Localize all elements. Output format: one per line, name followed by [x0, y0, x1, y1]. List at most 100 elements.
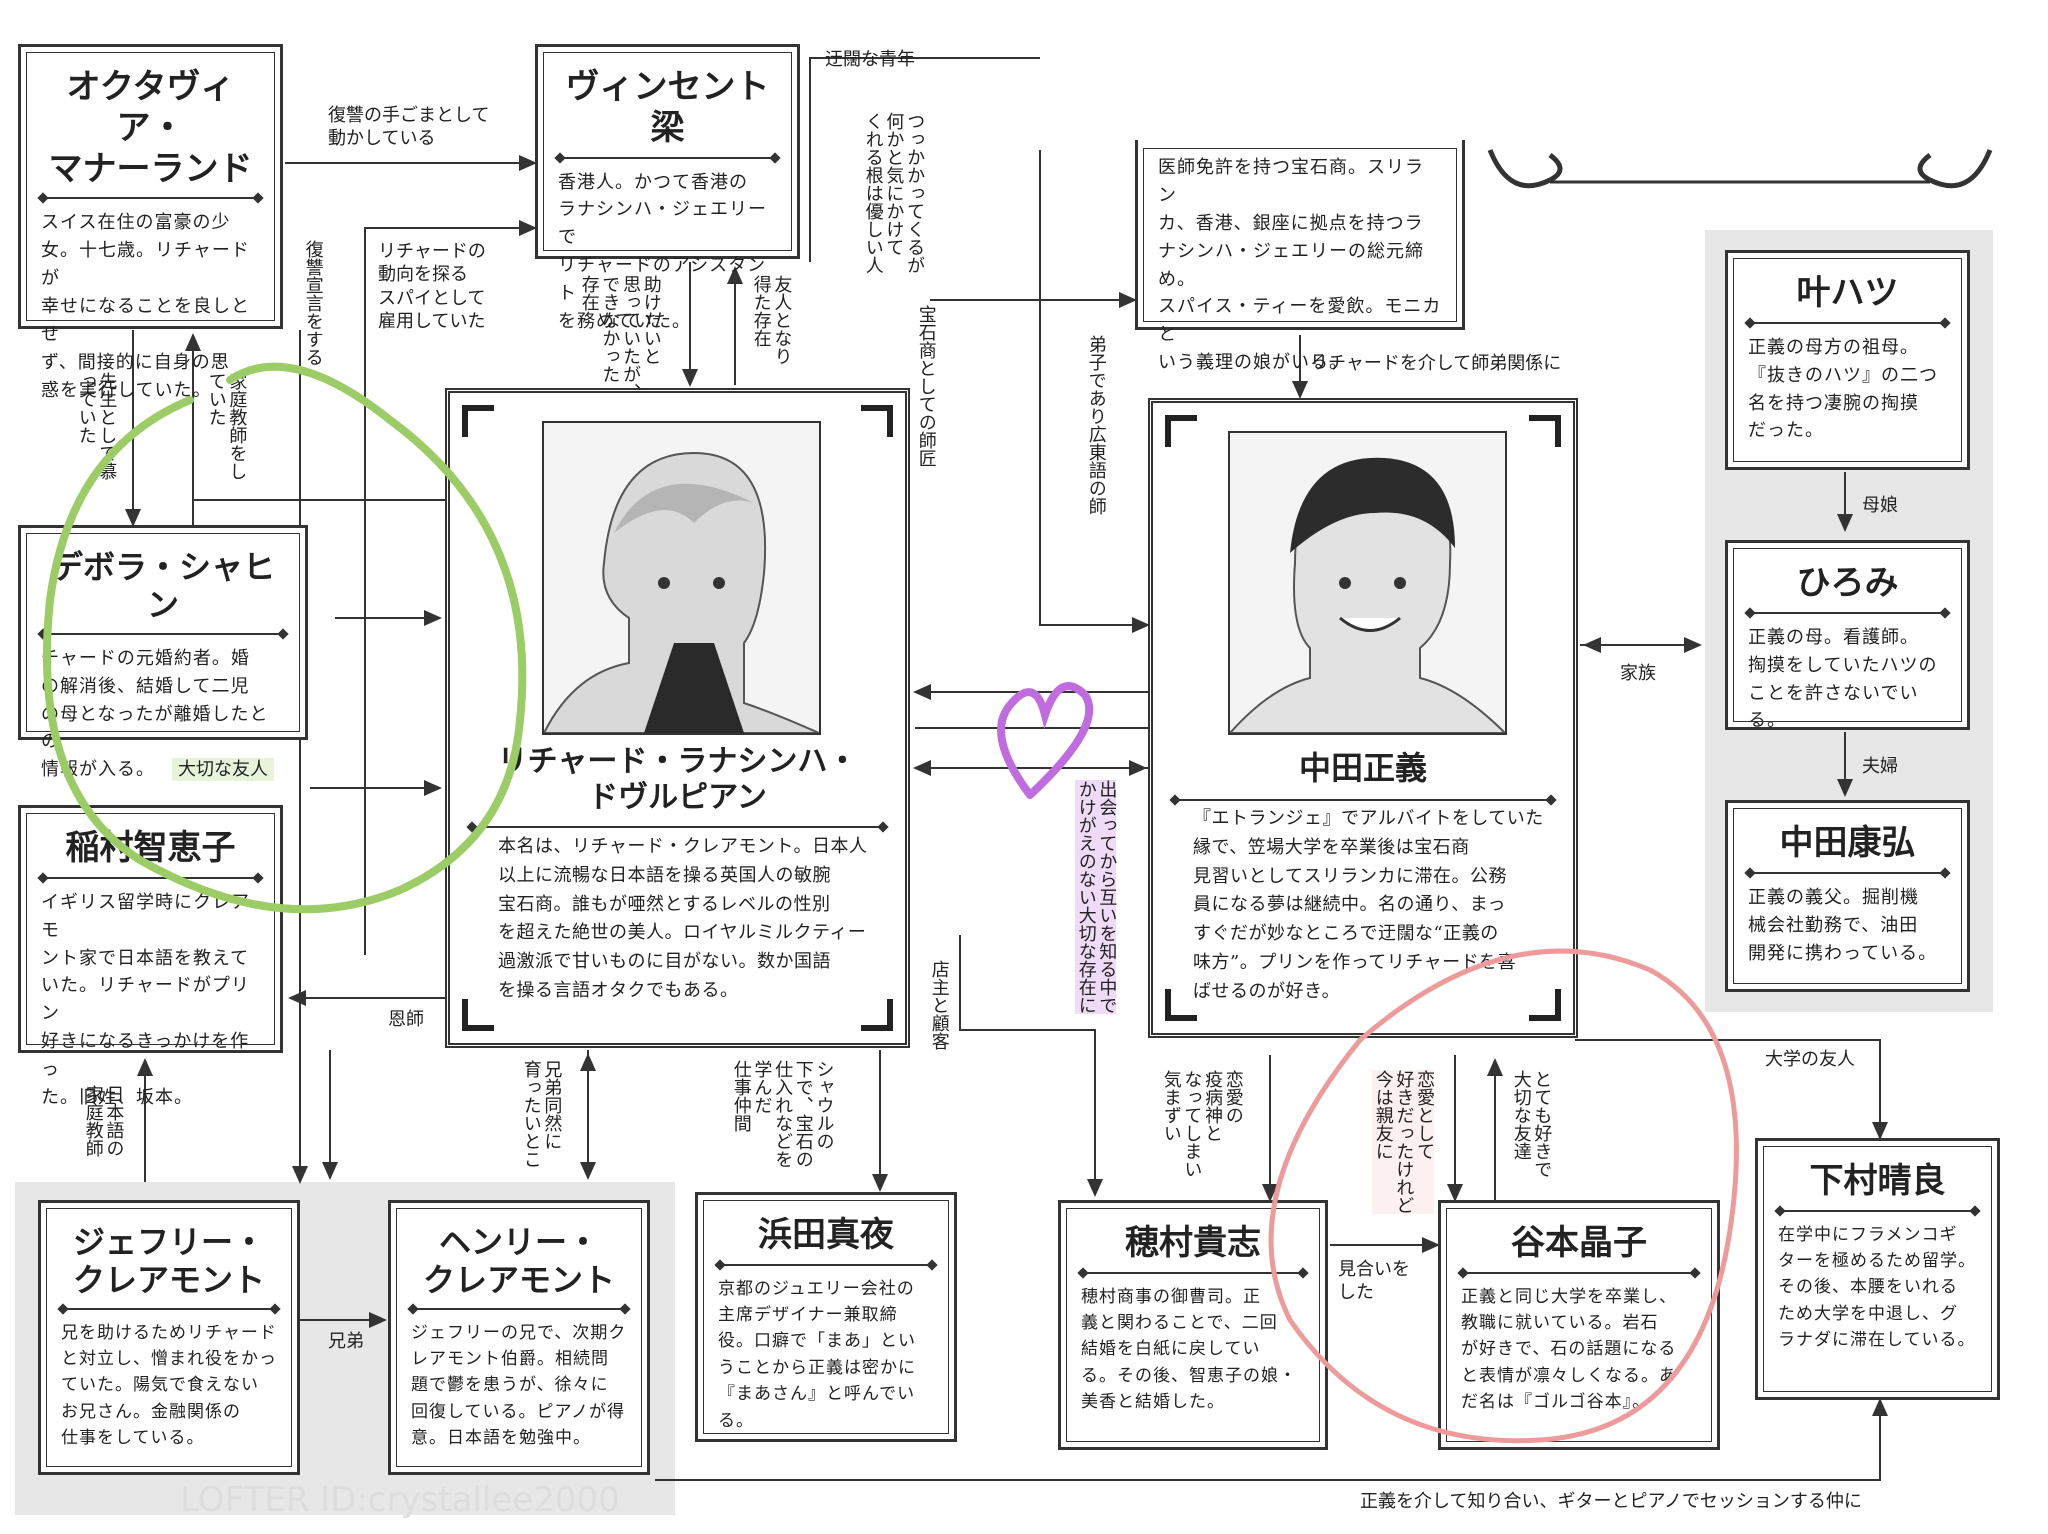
mayo-name: 浜田真夜 [758, 1215, 894, 1255]
divider [722, 1263, 930, 1266]
label-friend-gained: 友人となり 得た存在 [750, 275, 793, 365]
line-uka [809, 57, 1040, 262]
corner-ornament-icon [1529, 415, 1561, 447]
label-awkward: 恋愛の 疫病神と なってしまい 気まずい [1160, 1070, 1244, 1178]
divider [1465, 1271, 1693, 1274]
chieko-desc: イギリス留学時にクレアモ ント家で日本語を教えて いた。リチャードがプリン 好き… [41, 891, 250, 1109]
chieko-box: 稲村智恵子 イギリス留学時にクレアモ ント家で日本語を教えて いた。リチャードが… [18, 805, 283, 1108]
boss-desc: 医師免許を持つ宝石商。スリラン カ、香港、銀座に拠点を持つラ ナシンハ・ジェエリ… [1158, 157, 1442, 374]
richard-name: リチャード・ラナシンハ・ ドヴルピアン [497, 744, 858, 815]
takashi-name: 穂村貴志 [1125, 1223, 1261, 1263]
hiromi-box: ひろみ 正義の母。看護師。 掏摸をしていたハツの ことを許さないでいる。 [1725, 540, 1970, 731]
divider [1752, 611, 1943, 614]
henry-name: ヘンリー・ クレアモント [422, 1223, 615, 1300]
label-spy: リチャードの 動向を探る スパイとして 雇用していた [378, 241, 486, 333]
hiromi-name: ひろみ [1796, 563, 1899, 603]
octavia-name: オクタヴィア・ マナーランド [48, 67, 253, 189]
vincent-name: ヴィンセント梁 [565, 67, 770, 148]
octavia-desc: スイス在住の富豪の少 女。十七歳。リチャードが 幸せになることを良しとせ ず、間… [41, 212, 250, 401]
portrait-icon [542, 451, 820, 734]
label-married: 夫婦 [1862, 756, 1898, 777]
corner-ornament-icon [1165, 415, 1197, 447]
yasuhiro-name: 中田康弘 [1779, 823, 1916, 863]
line-session [655, 1398, 1888, 1481]
label-dear-friend: とても好きで 大切な友達 [1510, 1070, 1553, 1178]
akiko-desc: 正義と同じ大学を卒業し、 教職に就いている。岩石 が好きで、石の話題になる と表… [1461, 1286, 1677, 1413]
watermark: LOFTER ID:crystallee2000 [180, 1480, 620, 1520]
mayo-desc: 京都のジュエリー会社の 主席デザイナー兼取締 役。口癖で「まあ」とい うことから… [718, 1278, 916, 1431]
label-cousins: 兄弟同然に 育ったいとこ [520, 1060, 563, 1168]
label-coworker: シャウルの 下で、宝石の 仕入れなどを 学んだ 仕事仲間 [730, 1060, 835, 1168]
divider [1782, 1209, 1973, 1212]
yasuhiro-box: 中田康弘 正義の義父。掘削機 械会社勤務で、油田 開発に携わっている。 [1725, 800, 1970, 992]
seigi-desc: 『エトランジェ』でアルバイトをしていた 縁で、笠場大学を卒業後は宝石商 見習いと… [1193, 808, 1544, 1002]
hatsu-name: 叶ハツ [1796, 273, 1899, 313]
vincent-desc: 香港人。かつて香港の ラナシンハ・ジェエリーで リチャードのアシスタント を務め… [558, 171, 767, 333]
label-japanese-tutor: 日本語の 家庭教師 [82, 1085, 125, 1157]
yasuhiro-desc: 正義の義父。掘削機 械会社勤務で、油田 開発に携わっている。 [1748, 886, 1938, 964]
corner-ornament-icon [462, 999, 494, 1031]
akiko-box: 谷本晶子 正義と同じ大学を卒業し、 教職に就いている。岩石 が好きで、石の話題に… [1438, 1200, 1720, 1450]
label-brothers: 兄弟 [328, 1331, 364, 1352]
ornament-header [1487, 149, 1993, 189]
label-master-relation: リチャードを介して師弟関係に [1310, 353, 1562, 374]
label-irreplaceable: 出会ってから互いを知る中で かけがえのない大切な存在に [1075, 780, 1118, 1014]
label-precious-friend: 大切な友人 [172, 758, 274, 782]
label-revenge-declaration: 復讐宣言をする [302, 240, 324, 366]
seigi-portrait [1227, 431, 1508, 735]
line-shop [959, 935, 1103, 1197]
label-jeweler-master: 宝石商としての師匠 [915, 305, 937, 467]
octavia-box: オクタヴィア・ マナーランド スイス在住の富豪の少 女。十七歳。リチャードが 幸… [18, 44, 283, 401]
boss-box: 医師免許を持つ宝石商。スリラン カ、香港、銀座に拠点を持つラ ナシンハ・ジェエリ… [1135, 140, 1465, 373]
purple-heart-annotation [997, 682, 1094, 799]
seigi-name: 中田正義 [1298, 749, 1427, 787]
label-session: 正義を介して知り合い、ギターとピアノでセッションする仲に [1360, 1491, 1862, 1512]
corner-ornament-icon [861, 999, 893, 1031]
line-univ [1575, 1039, 1888, 1140]
akiko-name: 谷本晶子 [1511, 1223, 1647, 1263]
label-disciple: 弟子であり広東語の師 [1085, 335, 1107, 515]
mayo-box: 浜田真夜 京都のジュエリー会社の 主席デザイナー兼取締 役。口癖で「まあ」とい … [695, 1192, 957, 1442]
divider [1752, 321, 1943, 324]
hatsu-box: 叶ハツ 正義の母方の祖母。 『抜きのハツ』の二つ 名を持つ凄腕の掏摸 だった。 [1725, 250, 1970, 470]
label-shopkeeper: 店主と顧客 [928, 960, 950, 1050]
divider [415, 1307, 623, 1310]
corner-ornament-icon [1529, 989, 1561, 1021]
jeffrey-name: ジェフリー・ クレアモント [72, 1223, 265, 1300]
line-spy [364, 220, 537, 955]
hiromi-desc: 正義の母。看護師。 掏摸をしていたハツの ことを許さないでいる。 [1748, 626, 1938, 732]
portrait-icon [1227, 457, 1508, 734]
jeffrey-box: ジェフリー・ クレアモント 兄を助けるためリチャード と対立し、憎まれ役をかっ … [38, 1200, 300, 1475]
red-circle-annotation [1268, 948, 1739, 1444]
divider [45, 876, 256, 879]
divider [1085, 1271, 1301, 1274]
corner-ornament-icon [462, 405, 494, 437]
richard-portrait [542, 421, 821, 735]
divider [1752, 871, 1943, 874]
divider [1177, 799, 1549, 801]
label-couldnt-help: 助けたいと 思っていたが、 できなかった 存在 [578, 275, 662, 401]
label-revenge-pawn: 復讐の手ごまとして 動かしている [328, 105, 490, 150]
deborah-box: デボラ・シャヒン チャードの元婚約者。婚 の解消後、結婚して二児 の母となったが… [18, 525, 308, 780]
divider [45, 632, 281, 635]
divider [562, 156, 773, 159]
label-best-friend-now: 恋愛として 好きだったけれど 今は親友に [1372, 1070, 1436, 1214]
henry-desc: ジェフリーの兄で、次期ク レアモント伯爵。相続問 題で鬱を患うが、徐々に 回復し… [411, 1322, 627, 1449]
label-careless-youth: 迂闊な青年 [825, 49, 915, 70]
takashi-box: 穂村貴志 穂村商事の御曹司。正 義と関わることで、二回 結婚を白紙に戻してい る… [1058, 1200, 1328, 1450]
hatsu-desc: 正義の母方の祖母。 『抜きのハツ』の二つ 名を持つ凄腕の掏摸 だった。 [1748, 336, 1938, 442]
vincent-box: ヴィンセント梁 香港人。かつて香港の ラナシンハ・ジェエリーで リチャードのアシ… [535, 44, 800, 332]
label-kind-person: つっかかってくるが 何かと気にかけて くれる根は優しい人 [862, 112, 926, 274]
label-family: 家族 [1620, 663, 1656, 684]
corner-ornament-icon [1165, 989, 1197, 1021]
divider [65, 1307, 273, 1310]
label-tutor: 家庭教師をしていた [205, 372, 248, 480]
green-circle-annotation [42, 362, 527, 914]
label-mother-daughter: 母娘 [1862, 495, 1898, 516]
haruyoshi-desc: 在学中にフラメンコギ ターを極めるため留学。 その後、本腰をいれる ため大学を中… [1778, 1224, 1976, 1351]
haruyoshi-name: 下村晴良 [1809, 1161, 1946, 1201]
takashi-desc: 穂村商事の御曹司。正 義と関わることで、二回 結婚を白紙に戻してい る。その後、… [1081, 1286, 1297, 1413]
label-omiai: 見合いを した [1338, 1259, 1410, 1304]
